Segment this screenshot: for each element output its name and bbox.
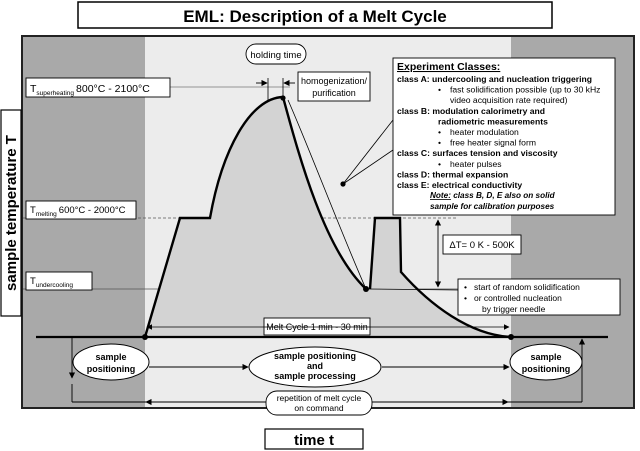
experiment-class-line: class A: undercooling and nucleation tri… [397,74,592,84]
melt-cycle-pulse [368,216,512,339]
melting-label-box [25,200,137,220]
right-positioning-line1: sample [530,352,561,362]
center-processing-line3: sample processing [274,371,356,381]
center-processing-node [248,346,382,388]
experiment-class-line: free heater signal form [450,138,536,148]
solidification-pointer [367,288,459,291]
undercooling-label: Tundercooling [30,276,73,289]
left-positioning-node [72,343,150,381]
experiment-classes-box [392,57,616,216]
experiment-class-line: fast solidification possible (up to 30 k… [450,85,600,95]
experiment-class-line: class E: electrical conductivity [397,180,522,190]
center-processing-line1: sample positioning [274,351,356,361]
experiment-class-line: radiometric measurements [438,116,548,126]
undercooling-label-box [25,271,93,291]
experiment-class-bullet: • [438,85,441,95]
delta-t-box [442,234,522,255]
center-processing-line2: and [307,361,323,371]
y-axis-label-box [0,109,22,317]
y-axis-label: sample temperature T [3,135,20,291]
solidification-line-1: start of random solidification [474,282,580,292]
experiment-classes-note-line1: Note: class B, D, E also on solid [430,191,556,200]
experiment-class-line: class D: thermal expansion [397,169,508,179]
thin-envelope-curve [287,99,367,290]
repeat-line1: repetition of melt cycle [277,393,362,403]
experiment-class-line: heater modulation [450,127,519,137]
melt-cycle-area [145,97,511,337]
experiment-classes-heading: Experiment Classes: [397,61,500,73]
holding-time-box [245,43,307,65]
left-positioning-line1: sample [95,352,126,362]
solidification-line-2: or controlled nucleation [474,293,562,303]
superheating-label-box [25,77,171,98]
experiment-class-line: class C: surfaces tension and viscosity [397,148,558,158]
right-positioning-line2: positioning [522,364,571,374]
repeat-line2: on command [294,403,343,413]
curve-point-undercooling [363,286,369,292]
experiment-class-bullet: • [438,159,441,169]
experiment-classes-note-line2: sample for calibration purposes [430,202,555,211]
x-axis-label-box [264,428,364,450]
homogenization-box [297,71,371,102]
x-axis-label: time t [294,432,334,449]
experiment-class-bullet: • [438,138,441,148]
experiment-classes-pointer [342,119,394,185]
experiment-class-line: heater pulses [450,159,502,169]
solidification-box [457,278,621,316]
solidification-bullet-1: • [464,282,467,292]
left-positioning-line2: positioning [87,364,136,374]
homogenization-label-line1: homogenization/ [301,76,368,86]
homogenization-label-line2: purification [312,88,356,98]
repeat-box [265,390,373,416]
page-title: EML: Description of a Melt Cycle [183,7,447,26]
experiment-class-bullet: • [438,127,441,137]
right-positioning-node [509,343,583,381]
experiment-class-line: video acquisition rate required) [450,95,568,105]
holding-time-label: holding time [250,50,301,61]
experiment-class-line: class B: modulation calorimetry and [397,106,545,116]
solidification-bullet-2: • [464,293,467,303]
experiment-classes-list: class A: undercooling and nucleation tri… [397,74,600,190]
delta-t-label: ΔT= 0 K - 500K [449,240,515,251]
solidification-line-3: by trigger needle [482,304,546,314]
title-box [77,1,553,29]
